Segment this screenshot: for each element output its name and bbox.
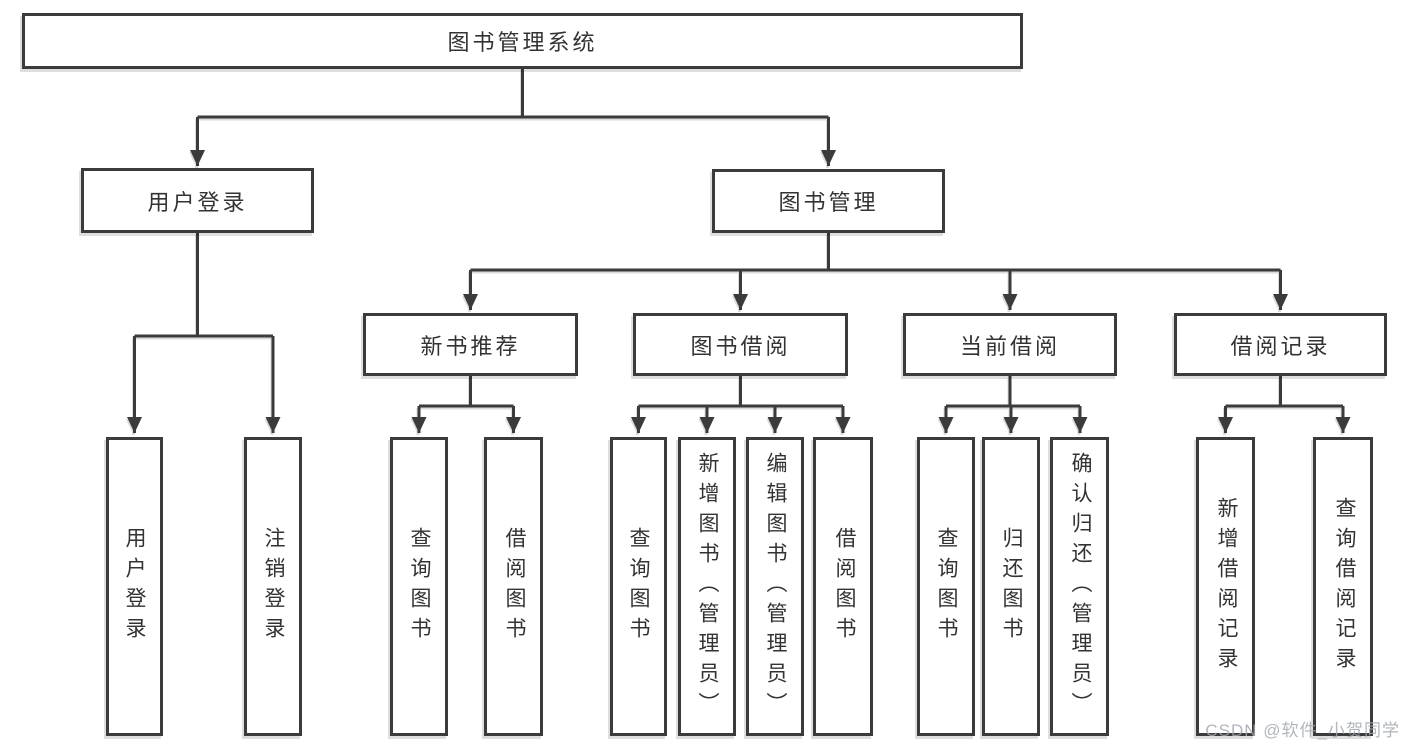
leaf-confirm-return-admin: 确认归还（管理员） xyxy=(1050,437,1109,736)
node-library-system: 图书管理系统 xyxy=(22,13,1023,69)
leaf-query-borrow-record: 查询借阅记录 xyxy=(1313,437,1373,736)
leaf-add-books-admin: 新增图书（管理员） xyxy=(678,437,736,736)
connector-user-login-trunk xyxy=(134,233,273,338)
leaf-borrow-books: 借阅图书 xyxy=(813,437,873,736)
connector-root-trunk xyxy=(197,68,829,119)
csdn-watermark: CSDN @软件_小贺同学 xyxy=(1205,721,1400,740)
leaf-return-books: 归还图书 xyxy=(982,437,1040,736)
leaf-user-login: 用户登录 xyxy=(106,437,163,736)
node-book-management: 图书管理 xyxy=(712,169,945,233)
node-new-book-recommend: 新书推荐 xyxy=(363,313,578,376)
node-book-borrow: 图书借阅 xyxy=(633,313,848,376)
connector-borrow-record-trunk xyxy=(1225,376,1343,408)
leaf-query-books-recommend: 查询图书 xyxy=(390,437,448,736)
node-borrow-records: 借阅记录 xyxy=(1174,313,1387,376)
leaf-query-books-current: 查询图书 xyxy=(917,437,975,736)
node-user-login: 用户登录 xyxy=(81,168,314,233)
node-current-borrow: 当前借阅 xyxy=(903,313,1117,376)
connector-current-borrow-trunk xyxy=(946,376,1080,408)
leaf-add-borrow-record: 新增借阅记录 xyxy=(1196,437,1255,736)
connector-new-book-rec-trunk xyxy=(419,376,514,408)
leaf-edit-books-admin: 编辑图书（管理员） xyxy=(746,437,804,736)
leaf-query-books-borrow: 查询图书 xyxy=(610,437,667,736)
leaf-logout: 注销登录 xyxy=(244,437,302,736)
leaf-borrow-books-recommend: 借阅图书 xyxy=(484,437,543,736)
connector-book-borrow-trunk xyxy=(638,376,843,408)
connector-book-mgmt-trunk xyxy=(470,233,1281,272)
